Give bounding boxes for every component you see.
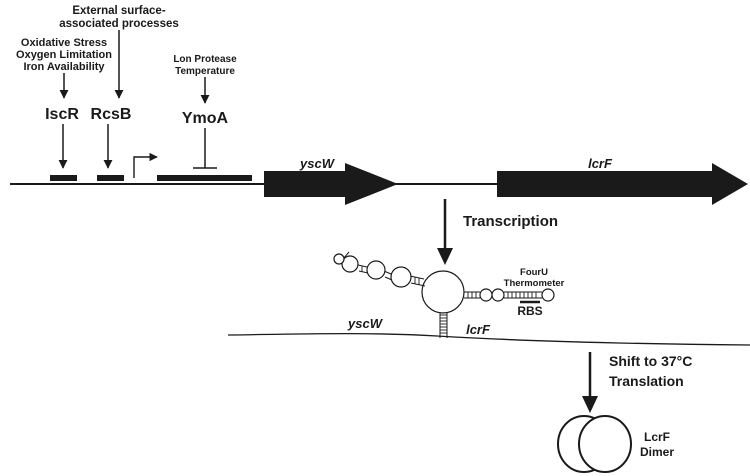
translation-arrowhead [582, 396, 598, 413]
mrna-central-loop [421, 270, 465, 314]
external-processes-label-line2: associated processes [59, 18, 179, 30]
ymoa-label: YmoA [182, 110, 229, 127]
mrna-lcrf-label: lcrF [466, 322, 491, 337]
rcsb-label: RcsB [91, 106, 132, 123]
lon-protease-label-line2: Temperature [175, 66, 235, 77]
lcrf-dimer-label-line1: LcrF [644, 430, 670, 444]
lcrf-gene-arrow [497, 163, 748, 205]
stress-label-line3: Iron Availability [23, 61, 105, 73]
lcrf-dimer-label-line2: Dimer [640, 445, 674, 459]
transcription-label: Transcription [463, 213, 558, 230]
yscw-gene-label: yscW [299, 156, 336, 171]
mrna-left-hairpin [333, 251, 426, 288]
lcrf-gene-label: lcrF [588, 156, 613, 171]
stress-label-line1: Oxidative Stress [21, 37, 107, 49]
translation-label: Translation [609, 373, 684, 389]
rbs-label: RBS [517, 304, 542, 318]
promoter-arrow [133, 152, 158, 178]
stress-label-line2: Oxygen Limitation [16, 49, 112, 61]
mrna-strand [227, 332, 750, 346]
mrna-yscw-label: yscW [347, 316, 384, 331]
external-processes-label-line1: External surface- [72, 5, 165, 17]
yscw-gene-arrow [264, 163, 398, 205]
mrna-central-stem [439, 312, 448, 338]
fouru-thermometer-hairpin [464, 288, 555, 302]
lon-protease-label-line1: Lon Protease [173, 54, 237, 65]
rcsb-binding-site [97, 175, 124, 181]
iscr-binding-site [50, 175, 77, 181]
iscr-label: IscR [45, 106, 79, 123]
ymoa-binding-region [157, 175, 252, 181]
fouru-label-line2: Thermometer [504, 278, 565, 289]
fouru-label-line1: FourU [520, 267, 548, 278]
lcrf-dimer-shape [557, 415, 632, 473]
shift-temperature-label: Shift to 37°C [609, 353, 692, 369]
transcription-arrowhead [437, 248, 453, 265]
